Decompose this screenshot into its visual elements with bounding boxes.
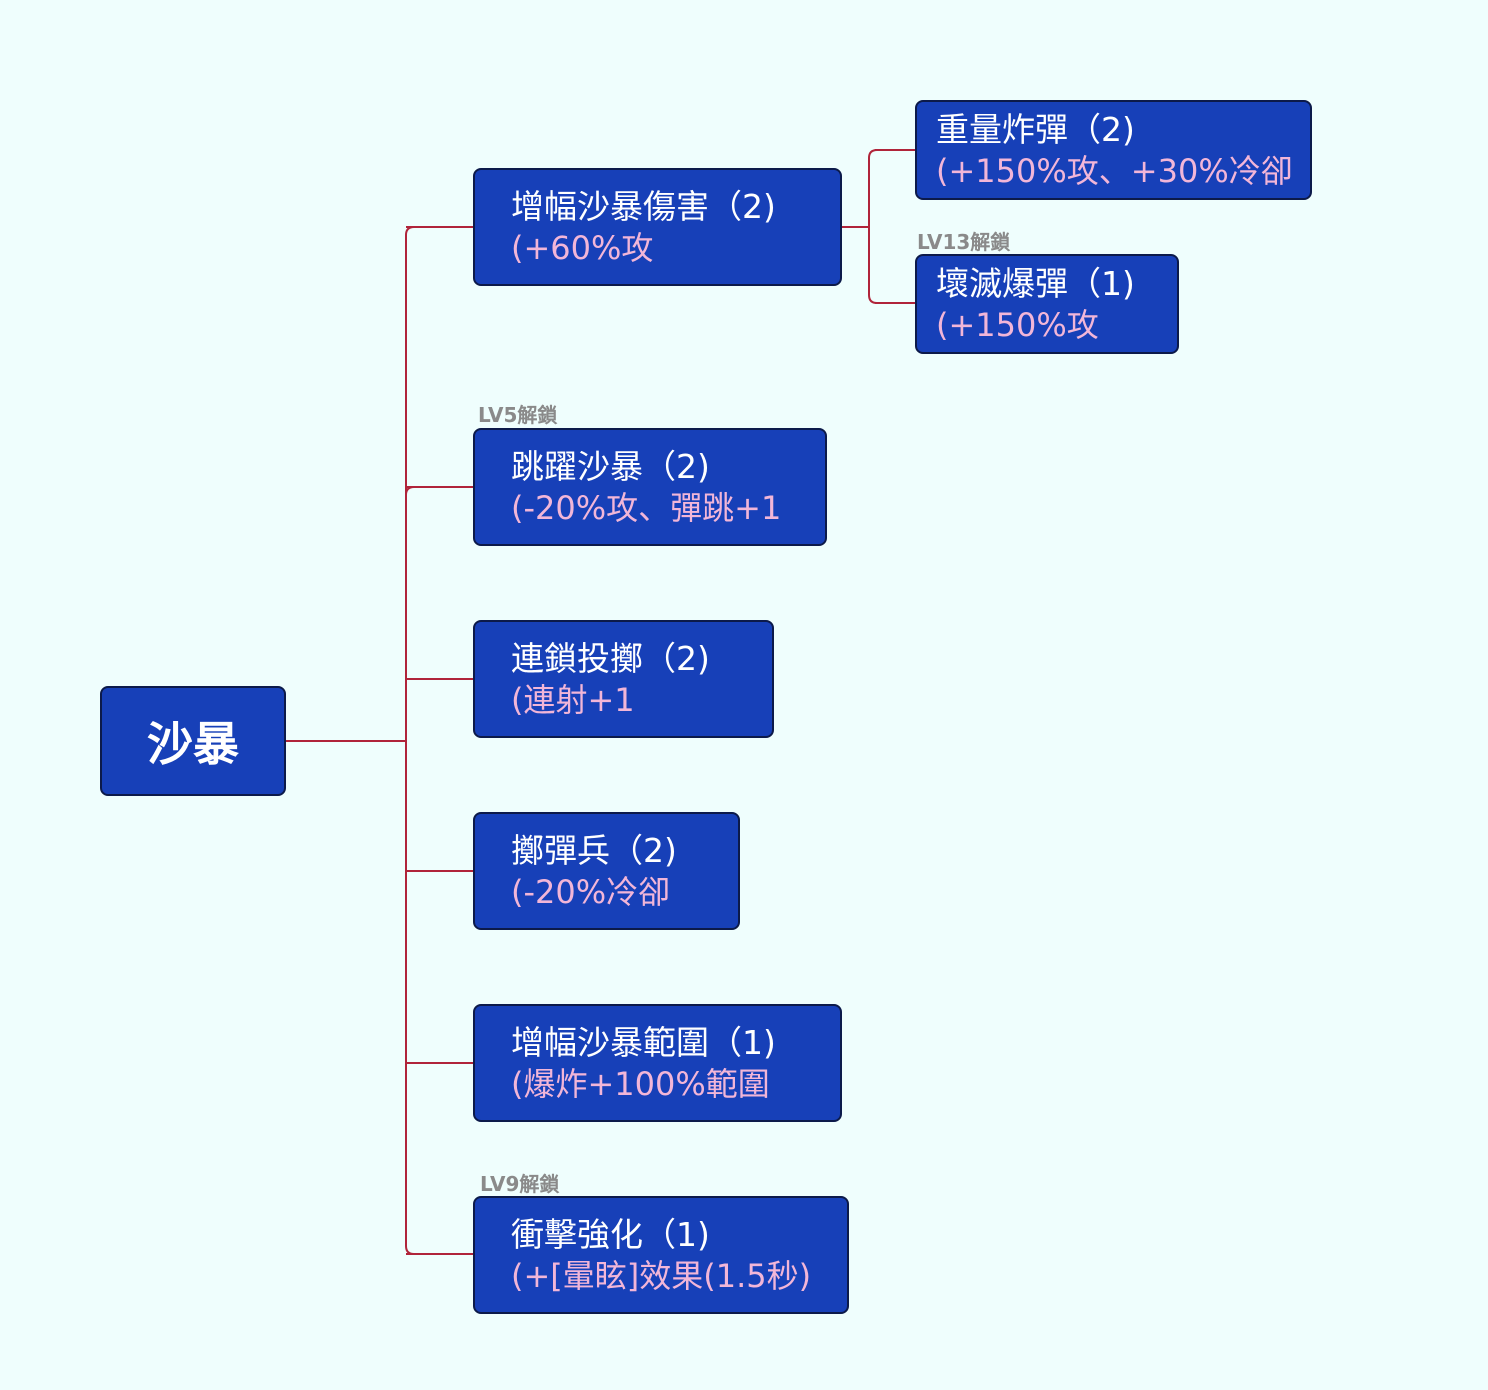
unlock-label-lv13: LV13解鎖 xyxy=(917,230,1011,254)
sub-branch-title: 壞滅爆彈（1) xyxy=(936,264,1135,303)
branch-title: 增幅沙暴傷害（2) xyxy=(511,187,776,226)
root-node[interactable]: 沙暴 xyxy=(100,686,286,796)
sub-branch-node-1[interactable]: 重量炸彈（2) (+150%攻、+30%冷卻 xyxy=(915,100,1312,200)
branch-node-5[interactable]: 增幅沙暴範圍（1) (爆炸+100%範圍 xyxy=(473,1004,842,1122)
branch-desc: (+60%攻 xyxy=(511,229,654,267)
unlock-label-lv5: LV5解鎖 xyxy=(478,403,558,427)
branch-title: 擲彈兵（2) xyxy=(511,831,677,870)
branch-node-6[interactable]: 衝擊強化（1) (+[暈眩]效果(1.5秒) xyxy=(473,1196,849,1314)
branch-node-4[interactable]: 擲彈兵（2) (-20%冷卻 xyxy=(473,812,740,930)
branch-title: 連鎖投擲（2) xyxy=(511,639,710,678)
branch-desc: (-20%攻、彈跳+1 xyxy=(511,489,782,527)
branch-title: 增幅沙暴範圍（1) xyxy=(511,1023,776,1062)
sub-branch-desc: (+150%攻 xyxy=(936,306,1099,344)
branch-title: 跳躍沙暴（2) xyxy=(511,447,710,486)
sub-branch-node-2[interactable]: 壞滅爆彈（1) (+150%攻 xyxy=(915,254,1179,354)
branch-node-2[interactable]: 跳躍沙暴（2) (-20%攻、彈跳+1 xyxy=(473,428,827,546)
connector-branch-2 xyxy=(405,486,474,496)
connector-sub-vertical xyxy=(868,149,878,304)
branch-node-3[interactable]: 連鎖投擲（2) (連射+1 xyxy=(473,620,774,738)
branch-node-1[interactable]: 增幅沙暴傷害（2) (+60%攻 xyxy=(473,168,842,286)
unlock-label-lv9: LV9解鎖 xyxy=(480,1172,560,1196)
connector-trunk-vertical xyxy=(405,226,415,1255)
branch-desc: (爆炸+100%範圍 xyxy=(511,1065,770,1103)
root-label: 沙暴 xyxy=(147,717,239,771)
sub-branch-desc: (+150%攻、+30%冷卻 xyxy=(936,152,1293,190)
sub-branch-title: 重量炸彈（2) xyxy=(936,110,1135,149)
branch-desc: (-20%冷卻 xyxy=(511,873,671,911)
branch-desc: (+[暈眩]效果(1.5秒) xyxy=(511,1257,812,1295)
branch-title: 衝擊強化（1) xyxy=(511,1215,710,1254)
branch-desc: (連射+1 xyxy=(511,681,635,719)
